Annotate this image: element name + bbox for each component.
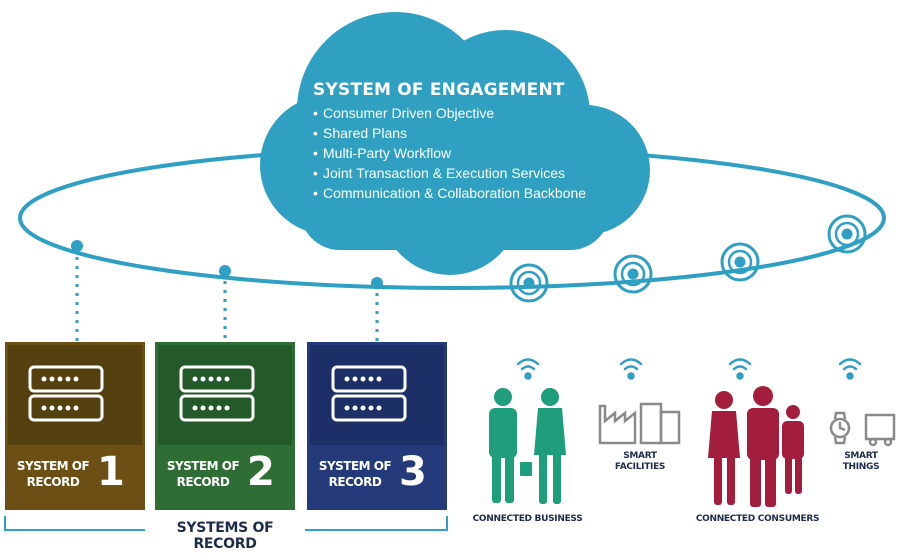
watch-icon [829,411,851,445]
wifi-icon [619,358,643,380]
wifi-icons [516,358,862,380]
target-icon [827,214,867,254]
server-icon [179,365,255,422]
target-icon [509,263,549,303]
engagement-item: •Communication & Collaboration Backbone [313,185,587,201]
ring-node-3 [371,277,383,289]
business-people-icon [489,388,566,504]
server-icon [331,365,407,422]
engagement-item: •Multi-Party Workflow [313,145,452,161]
factory-icon [598,402,681,445]
ring-node-1 [71,240,83,252]
system-of-record-2 [155,342,295,510]
truck-icon [864,413,896,447]
target-icon [613,254,653,294]
connectors [75,248,379,348]
system-of-record-3 [307,342,447,510]
wifi-icon [516,358,540,380]
system-1-number: 1 [97,449,125,495]
consumer-people-icon [708,386,804,507]
server-icon [28,365,104,422]
target-icon [720,242,760,282]
engagement-cloud [260,12,650,275]
systems-footer: SYSTEMS OF RECORD [176,520,274,552]
systems-bracket [4,516,448,531]
wifi-icon [728,358,752,380]
ring-node-2 [219,265,231,277]
wifi-icon [838,358,862,380]
connected-business-caption: CONNECTED BUSINESS [472,514,583,524]
system-2-number: 2 [247,449,275,495]
ring-targets [509,214,867,303]
connected-consumers-caption: CONNECTED CONSUMERS [695,514,820,524]
engagement-item: •Joint Transaction & Execution Services [313,165,566,181]
engagement-item: •Shared Plans [313,125,408,141]
system-of-record-1 [5,342,145,510]
engagement-cloud-text: SYSTEM OF ENGAGEMENT •Consumer Driven Ob… [313,80,643,203]
system-3-number: 3 [399,449,427,495]
engagement-item: •Consumer Driven Objective [313,105,495,121]
cloud-title: SYSTEM OF ENGAGEMENT [313,80,565,100]
ring-nodes [71,240,383,289]
engagement-list: •Consumer Driven Objective •Shared Plans… [313,103,643,203]
